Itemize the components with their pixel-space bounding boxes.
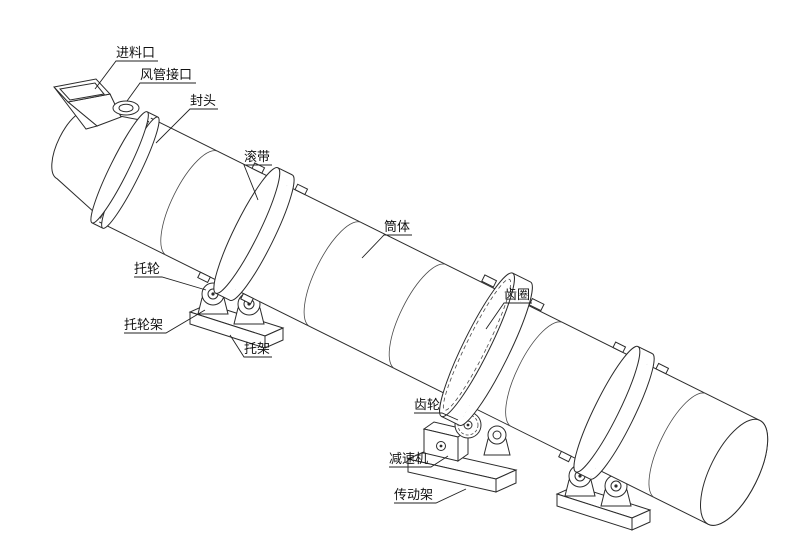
label-air-duct-port: 风管接口 <box>126 67 196 102</box>
gear-ring <box>439 272 533 427</box>
label-drive-frame: 传动架 <box>394 488 467 504</box>
leader-line <box>124 309 206 334</box>
leader-line <box>229 334 272 358</box>
leader-line <box>361 234 412 259</box>
flange-inner <box>118 103 134 113</box>
head-flange <box>90 111 149 224</box>
shell-lug <box>294 183 309 196</box>
weld-seam <box>648 392 707 498</box>
label-gear-ring: 齿圈 <box>485 288 532 330</box>
flange-outer <box>112 100 140 116</box>
label-feed-inlet: 进料口 <box>94 46 158 90</box>
label-support-roller: 托轮 <box>134 262 207 291</box>
shell-lug <box>481 274 498 288</box>
drive-frame-side <box>495 469 517 493</box>
leader-line <box>94 60 158 90</box>
weld-seam <box>505 321 563 427</box>
label-support-roller-frame: 托轮架 <box>124 309 206 334</box>
annotations: 进料口 风管接口 封头 滚带 筒体 托轮 托轮架 托架 <box>94 46 532 504</box>
shell-lug <box>612 341 627 354</box>
label-support-base: 托架 <box>229 334 272 358</box>
label-text: 滚带 <box>244 149 270 165</box>
label-text: 齿轮 <box>414 398 440 413</box>
leader-line <box>155 108 218 144</box>
riding-ring-1 <box>213 167 295 301</box>
shell-lug <box>240 292 254 305</box>
label-text: 托架 <box>244 342 270 357</box>
hopper-rim-inner <box>59 82 105 101</box>
label-pinion-gear: 齿轮 <box>414 398 459 421</box>
leader-line <box>485 302 532 330</box>
label-text: 封头 <box>190 94 216 109</box>
shell-lug <box>655 362 670 375</box>
label-text: 托轮 <box>134 262 160 277</box>
shell-lug <box>197 271 211 284</box>
feed-hopper <box>53 78 122 130</box>
label-reducer: 减速机 <box>389 452 449 468</box>
leader-line <box>394 488 467 504</box>
drum-assembly <box>51 109 769 526</box>
weld-seam <box>160 150 219 256</box>
label-text: 筒体 <box>384 219 410 235</box>
gear-teeth-pitch-line <box>442 278 512 411</box>
label-text: 进料口 <box>116 46 155 61</box>
leader-line <box>414 412 459 421</box>
weld-seam <box>303 221 362 327</box>
shell-lug <box>528 297 545 312</box>
label-text: 托轮架 <box>124 318 163 333</box>
label-riding-ring: 滚带 <box>243 149 272 201</box>
leader-line <box>389 455 449 468</box>
bearing <box>487 425 507 445</box>
leader-line <box>243 164 272 201</box>
label-text: 传动架 <box>394 488 433 503</box>
end-cap <box>700 418 769 526</box>
label-text: 风管接口 <box>140 67 192 83</box>
label-text: 齿圈 <box>504 288 530 303</box>
leader-line <box>134 276 207 291</box>
shell-lug <box>558 450 572 463</box>
label-head: 封头 <box>155 94 218 144</box>
label-shell: 筒体 <box>361 219 412 259</box>
label-text: 减速机 <box>389 452 428 467</box>
leader-line <box>126 82 196 102</box>
riding-ring-2 <box>573 345 655 480</box>
air-duct-flange <box>112 100 140 116</box>
weld-seam <box>388 263 447 370</box>
